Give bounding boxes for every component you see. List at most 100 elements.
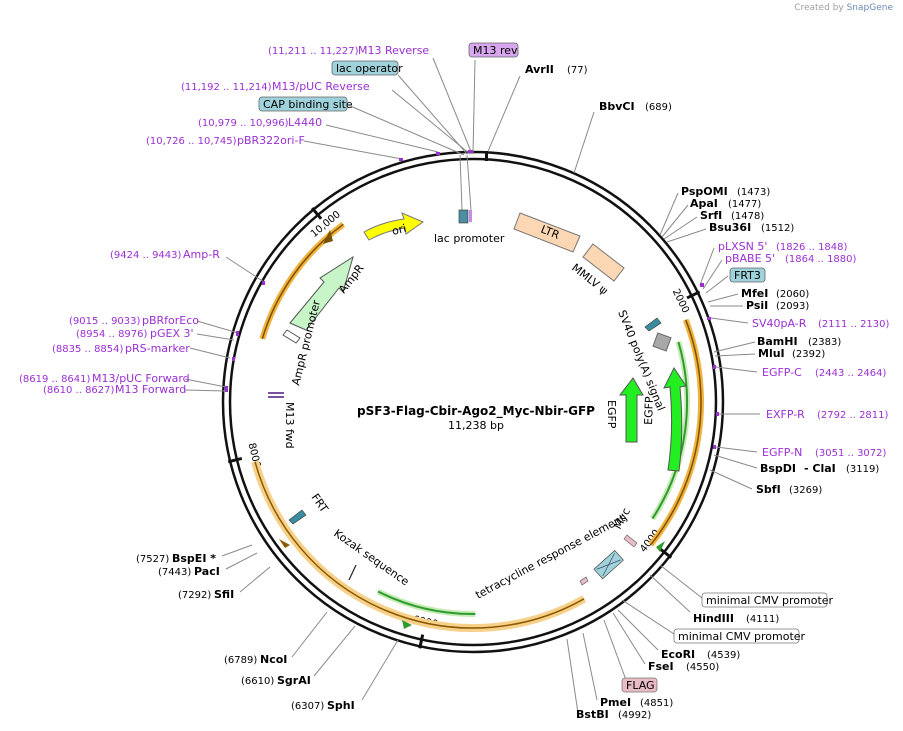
enzyme-pos-srfi: (1478) bbox=[731, 211, 764, 222]
sv40-small-marker bbox=[644, 317, 662, 332]
frt3-box bbox=[729, 267, 766, 283]
egfp-arrow-1 bbox=[618, 377, 644, 443]
primer-mark-pbrforeco bbox=[236, 331, 239, 336]
tick-mark-4000 bbox=[659, 547, 673, 559]
enzyme-fsei: FseI bbox=[648, 660, 674, 673]
tick-mark-8000 bbox=[227, 457, 243, 464]
leader-ecori bbox=[617, 609, 659, 651]
primers-top: (11,211 .. 11,227) M13 Reverse (11,192 .… bbox=[146, 44, 429, 147]
primer-range-m13puc-reverse: (11,192 .. 11,214) bbox=[181, 82, 272, 93]
leader-srfi bbox=[663, 216, 698, 240]
primer-range-pbr322ori: (10,726 .. 10,745) bbox=[146, 136, 237, 147]
leader-sgrai bbox=[313, 625, 356, 677]
enzyme-apai: ApaI bbox=[690, 197, 718, 210]
min-cmv-box-2 bbox=[673, 628, 800, 644]
leader-m13rev bbox=[472, 59, 476, 155]
primer-m13puc-reverse: M13/pUC Reverse bbox=[272, 80, 370, 93]
primer-mark-prs bbox=[232, 357, 235, 361]
enzyme-pos-mfei: (2060) bbox=[776, 289, 809, 300]
enzyme-bbvci: BbvCI bbox=[599, 100, 635, 113]
enzymes-left: (6307) SphI (6610) SgrAI (6789) NcoI (72… bbox=[136, 552, 355, 712]
egfp-label-1: EGFP bbox=[605, 400, 618, 429]
primer-range-m13-reverse: (11,211 .. 11,227) bbox=[268, 46, 359, 57]
egfp-label-2: EGFP bbox=[642, 396, 656, 425]
leader-amp-r bbox=[225, 256, 265, 283]
leader-bamhi bbox=[713, 341, 756, 353]
leader-bspdi bbox=[713, 454, 758, 469]
tick-mark-2000 bbox=[686, 290, 701, 300]
leader-pgex bbox=[196, 333, 235, 341]
primer-egfp-n: EGFP-N bbox=[762, 446, 802, 459]
min-cmv-text-1: minimal CMV promoter bbox=[706, 594, 834, 607]
enzyme-pos-bbvci: (689) bbox=[645, 102, 672, 113]
primers-right: pLXSN 5' (1826 .. 1848) pBABE 5' (1864 .… bbox=[718, 240, 890, 459]
enzyme-pos-sphi: (6307) bbox=[291, 701, 324, 712]
primer-mark-l4440 bbox=[436, 152, 440, 155]
leader-m13puc-forward bbox=[184, 378, 227, 388]
enzyme-bspdi: BspDI bbox=[760, 462, 796, 475]
primer-pbabe: pBABE 5' bbox=[725, 252, 775, 265]
leader-m13-reverse bbox=[432, 57, 473, 155]
leader-pspomi bbox=[659, 192, 679, 236]
leader-prs-marker bbox=[189, 347, 231, 359]
leader-lac-operator bbox=[397, 74, 468, 155]
primer-range-egfp-c: (2443 .. 2464) bbox=[815, 368, 887, 379]
flag-text: FLAG bbox=[626, 679, 655, 692]
primer-exfp-r: EXFP-R bbox=[766, 408, 805, 421]
avrii-cut-mark bbox=[485, 151, 488, 161]
leader-cmv1 bbox=[659, 564, 703, 599]
enzyme-bamhi: BamHI bbox=[757, 335, 798, 348]
backbone-inner-circle bbox=[228, 157, 718, 647]
feature-arc-orange-bottom bbox=[251, 460, 587, 632]
lac-promoter-marker bbox=[458, 209, 469, 224]
primer-mark-amp-r bbox=[262, 281, 265, 285]
primer-range-pgex: (8954 .. 8976) bbox=[76, 329, 148, 340]
ori-label: ori bbox=[391, 222, 408, 238]
enzyme-paci: PacI bbox=[194, 565, 220, 578]
enzyme-pos-clai: (3119) bbox=[846, 464, 879, 475]
enzyme-psii: PsiI bbox=[746, 299, 768, 312]
primer-mark-m13-reverse bbox=[468, 150, 473, 153]
enzyme-pos-mlui: (2392) bbox=[792, 349, 825, 360]
enzyme-mlui: MluI bbox=[758, 347, 785, 360]
mmlv-feature bbox=[582, 243, 625, 282]
leader-sv40pa-r bbox=[710, 317, 749, 324]
enzyme-pspomi: PspOMI bbox=[681, 185, 728, 198]
primer-mark-egfp-c bbox=[713, 365, 716, 369]
myc-marker bbox=[623, 534, 638, 548]
frt3-text: FRT3 bbox=[734, 269, 761, 282]
arrowhead-green-bottom bbox=[402, 620, 412, 629]
snapgene-watermark: Created by SnapGene bbox=[794, 3, 893, 13]
enzyme-sfii: SfiI bbox=[214, 588, 234, 601]
enzymes-right: AvrII (77) BbvCI (689) PspOMI (1473) Apa… bbox=[525, 63, 879, 721]
leader-sfii bbox=[239, 566, 271, 593]
kozak-label: Kozak sequence bbox=[331, 527, 411, 589]
enzyme-pos-apai: (1477) bbox=[728, 199, 761, 210]
enzyme-pos-bamhi: (2383) bbox=[808, 337, 841, 348]
feature-arc-orange-right-core bbox=[650, 319, 702, 546]
primer-mark-exfp-r bbox=[716, 412, 719, 416]
leader-fsei bbox=[612, 612, 646, 665]
primer-prs-marker: pRS-marker bbox=[125, 342, 190, 355]
leader-egfp-c bbox=[715, 366, 758, 373]
leader-mfei bbox=[707, 293, 739, 303]
enzyme-sbfi: SbfI bbox=[756, 483, 781, 496]
leader-pbr322ori bbox=[303, 140, 403, 160]
primer-m13puc-forward: M13/pUC Forward bbox=[92, 372, 190, 385]
leader-apai bbox=[661, 204, 689, 238]
primer-sv40pa-r: SV40pA-R bbox=[752, 317, 807, 330]
lac-operator-box bbox=[331, 60, 399, 76]
leader-ncoi bbox=[291, 611, 328, 658]
leader-bbvci bbox=[573, 111, 595, 174]
leader-pbrforeco bbox=[196, 320, 239, 334]
arrowhead-green-right bbox=[656, 541, 665, 552]
enzyme-sgrai: SgrAI bbox=[277, 674, 311, 687]
primer-egfp-c: EGFP-C bbox=[762, 366, 802, 379]
primer-amp-r: Amp-R bbox=[183, 248, 220, 261]
flag-marker bbox=[579, 576, 589, 586]
tick-label-2000: 2000 bbox=[670, 287, 691, 315]
min-cmv-box-1 bbox=[701, 592, 828, 608]
arrowhead-orange-left bbox=[323, 230, 333, 244]
leader-m13-forward bbox=[184, 389, 227, 392]
egfp-arrow-2 bbox=[663, 367, 687, 472]
